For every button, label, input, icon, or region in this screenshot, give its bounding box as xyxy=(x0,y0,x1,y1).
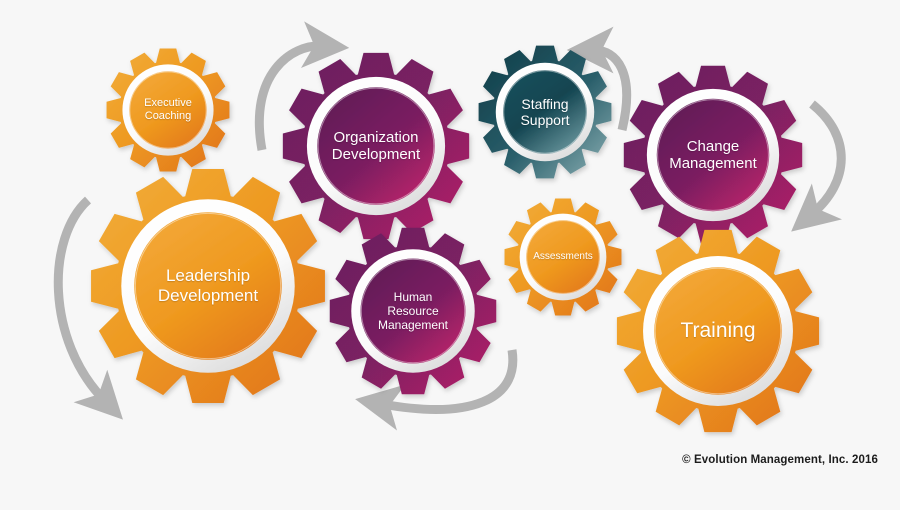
gear-inner-outline-leadership-development xyxy=(134,212,282,360)
gear-face-assessments xyxy=(526,220,600,294)
gear-inner-outline-organization-development xyxy=(317,87,435,205)
gear-human-resource-management[interactable] xyxy=(329,227,497,395)
gear-face-leadership-development xyxy=(134,212,282,360)
arrow-bottom xyxy=(355,349,518,431)
gear-face-organization-development xyxy=(317,87,435,205)
gear-assessments[interactable] xyxy=(504,198,622,316)
copyright-notice: © Evolution Management, Inc. 2016 xyxy=(682,454,878,466)
gear-inner-outline-assessments xyxy=(526,220,600,294)
gear-training[interactable] xyxy=(616,229,820,433)
gear-face-change-management xyxy=(656,98,770,212)
gear-face-staffing-support xyxy=(503,70,587,154)
gear-inner-outline-executive-coaching xyxy=(129,71,207,149)
gear-layer xyxy=(91,45,820,433)
gear-inner-outline-staffing-support xyxy=(503,70,587,154)
arrow-right-outer xyxy=(791,100,846,232)
gear-leadership-development[interactable] xyxy=(91,169,325,403)
gear-inner-outline-change-management xyxy=(657,99,769,211)
arrow-top-right xyxy=(566,26,632,132)
gear-change-management[interactable] xyxy=(623,65,803,245)
arrow-left-outer xyxy=(53,196,123,420)
gear-inner-outline-human-resource-management xyxy=(360,258,466,364)
arrow-top-left xyxy=(254,21,350,151)
arrow-layer xyxy=(53,21,846,431)
gear-inner-outline-training xyxy=(654,267,782,395)
gear-staffing-support[interactable] xyxy=(478,45,612,179)
gear-executive-coaching[interactable] xyxy=(106,48,230,172)
gear-face-executive-coaching xyxy=(129,71,207,149)
gear-face-training xyxy=(654,267,782,395)
gear-organization-development[interactable] xyxy=(282,52,470,240)
gear-face-human-resource-management xyxy=(360,258,466,364)
